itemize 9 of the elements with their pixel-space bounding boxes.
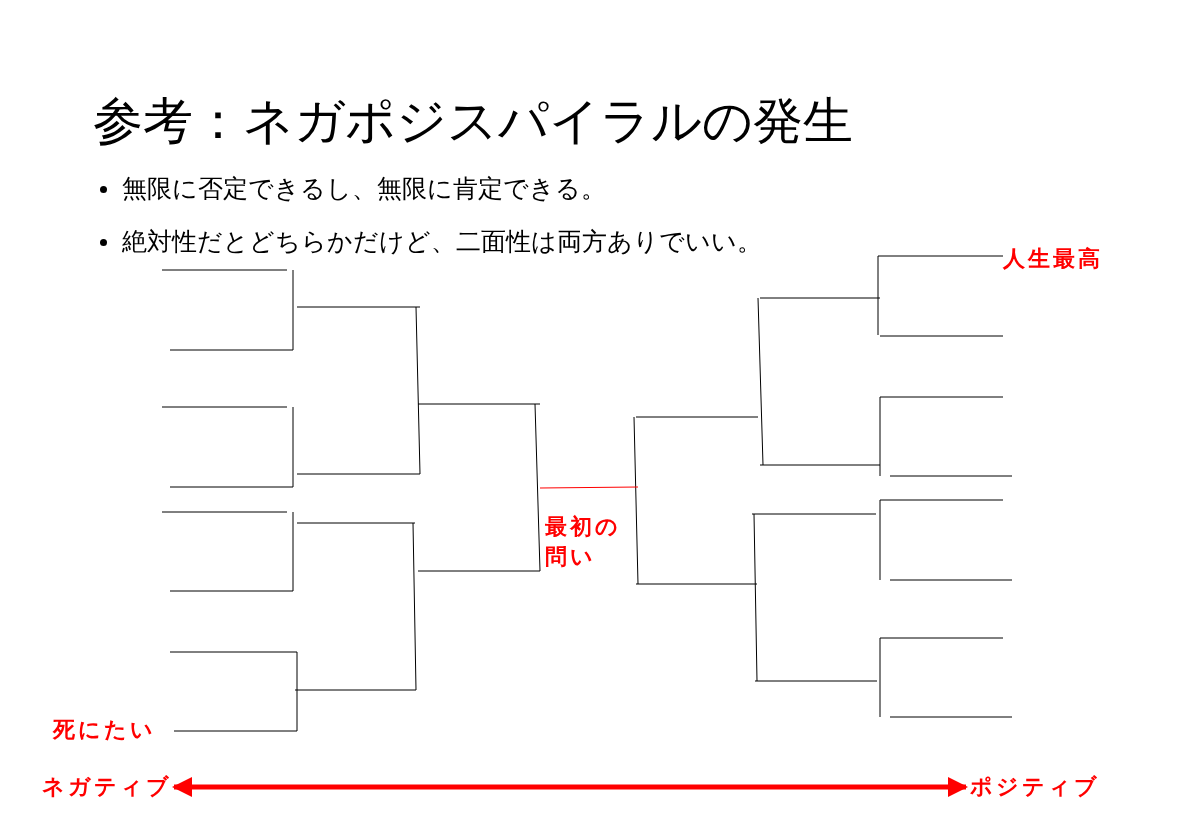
- bullet-text: 無限に否定できるし、無限に肯定できる。: [122, 173, 606, 205]
- axis-end-label: ポジティブ: [970, 772, 1100, 802]
- axis-end-label: ネガティブ: [42, 772, 172, 802]
- callout-label: 最初の問い: [545, 513, 622, 571]
- bullet-text: 絶対性だとどちらかだけど、二面性は両方ありでいい。: [122, 226, 762, 258]
- callout-label: 死にたい: [53, 716, 156, 744]
- double-arrow: [172, 777, 968, 797]
- slide-title: 参考：ネガポジスパイラルの発生: [93, 91, 853, 152]
- callout-label: 人生最高: [1003, 245, 1103, 273]
